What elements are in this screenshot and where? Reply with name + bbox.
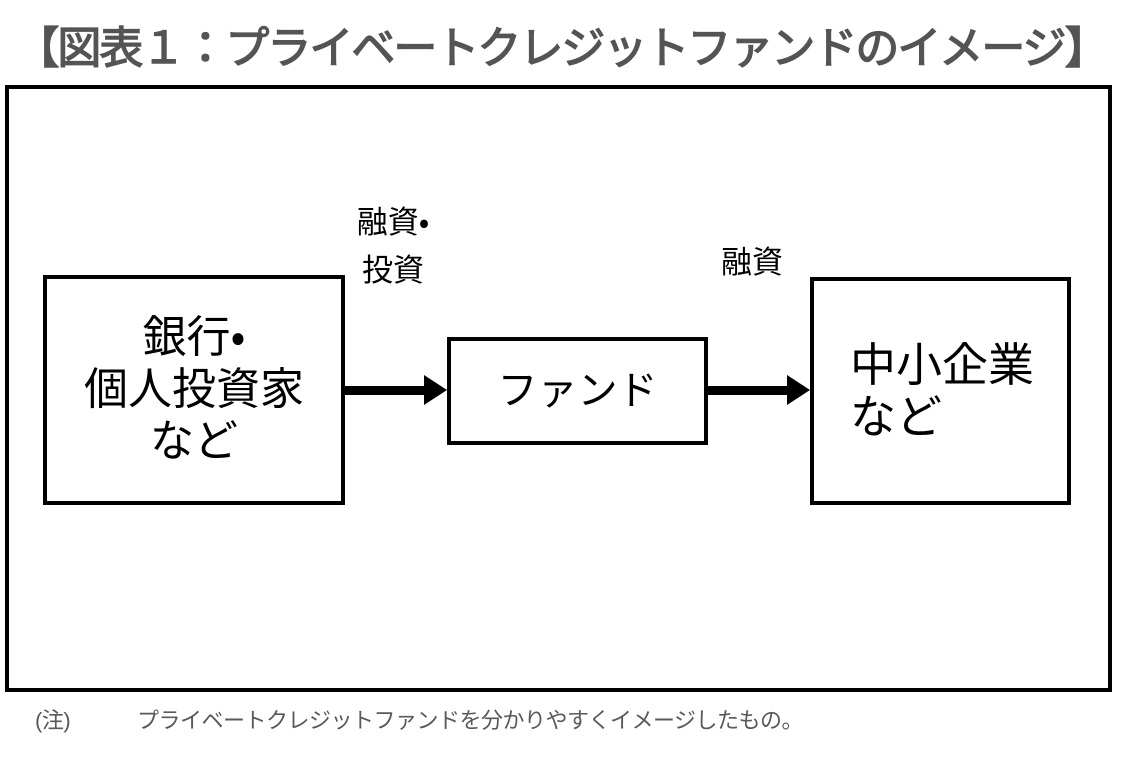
arrow-right-icon (424, 375, 447, 405)
note-text: プライベートクレジットファンドを分かりやすくイメージしたもの。 (137, 708, 804, 733)
note-marker: (注) (35, 708, 71, 733)
edge-label-loan-investment: 融資・ 投資 (356, 205, 430, 288)
diagram-frame: 銀行・ 個人投資家 など ファンド 中小企業 など 融資・ 投資 融資 (5, 85, 1112, 692)
arrow-right-icon (787, 375, 810, 405)
arrow-shaft (708, 386, 796, 395)
node-fund: ファンド (447, 337, 708, 445)
node-smes: 中小企業 など (810, 277, 1071, 505)
node-investors: 銀行・ 個人投資家 など (43, 275, 345, 505)
figure-title: 【図表１：プライベートクレジットファンドのイメージ】 (15, 24, 1108, 73)
edge-label-loan: 融資 (721, 245, 783, 280)
figure-note: (注) プライベートクレジットファンドを分かりやすくイメージしたもの。 (35, 703, 804, 735)
arrow-shaft (345, 386, 433, 395)
